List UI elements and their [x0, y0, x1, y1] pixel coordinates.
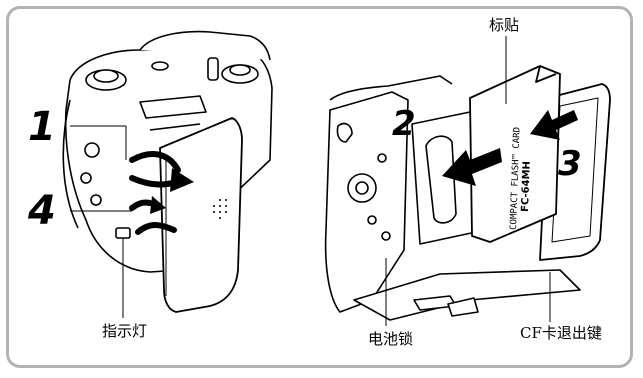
insert-card-arrow — [442, 148, 502, 186]
card-model-text: FC-64MH — [520, 161, 533, 212]
left-card-door — [159, 117, 243, 313]
right-leader-lines — [385, 36, 551, 326]
card-label-text: COMPACT FLASH™ CARD — [509, 127, 523, 230]
step-1-label: 1 — [28, 104, 56, 150]
cf-eject-button-callout: CF卡退出键 — [520, 324, 602, 342]
step-3-label: 3 — [558, 144, 582, 184]
step-2-label: 2 — [392, 104, 416, 144]
open-arrow-head — [170, 168, 194, 192]
cf-card — [469, 65, 561, 243]
close-arrow-head — [150, 196, 166, 214]
step-4-label: 4 — [28, 188, 56, 234]
sticker-callout: 标贴 — [489, 16, 520, 34]
close-door-arrow — [530, 110, 578, 140]
left-leader-lines — [70, 125, 132, 318]
door-vent-dots — [213, 199, 227, 219]
indicator-lamp-callout: 指示灯 — [102, 322, 148, 340]
battery-lock-callout: 电池锁 — [368, 330, 414, 348]
right-camera-body — [324, 75, 581, 321]
